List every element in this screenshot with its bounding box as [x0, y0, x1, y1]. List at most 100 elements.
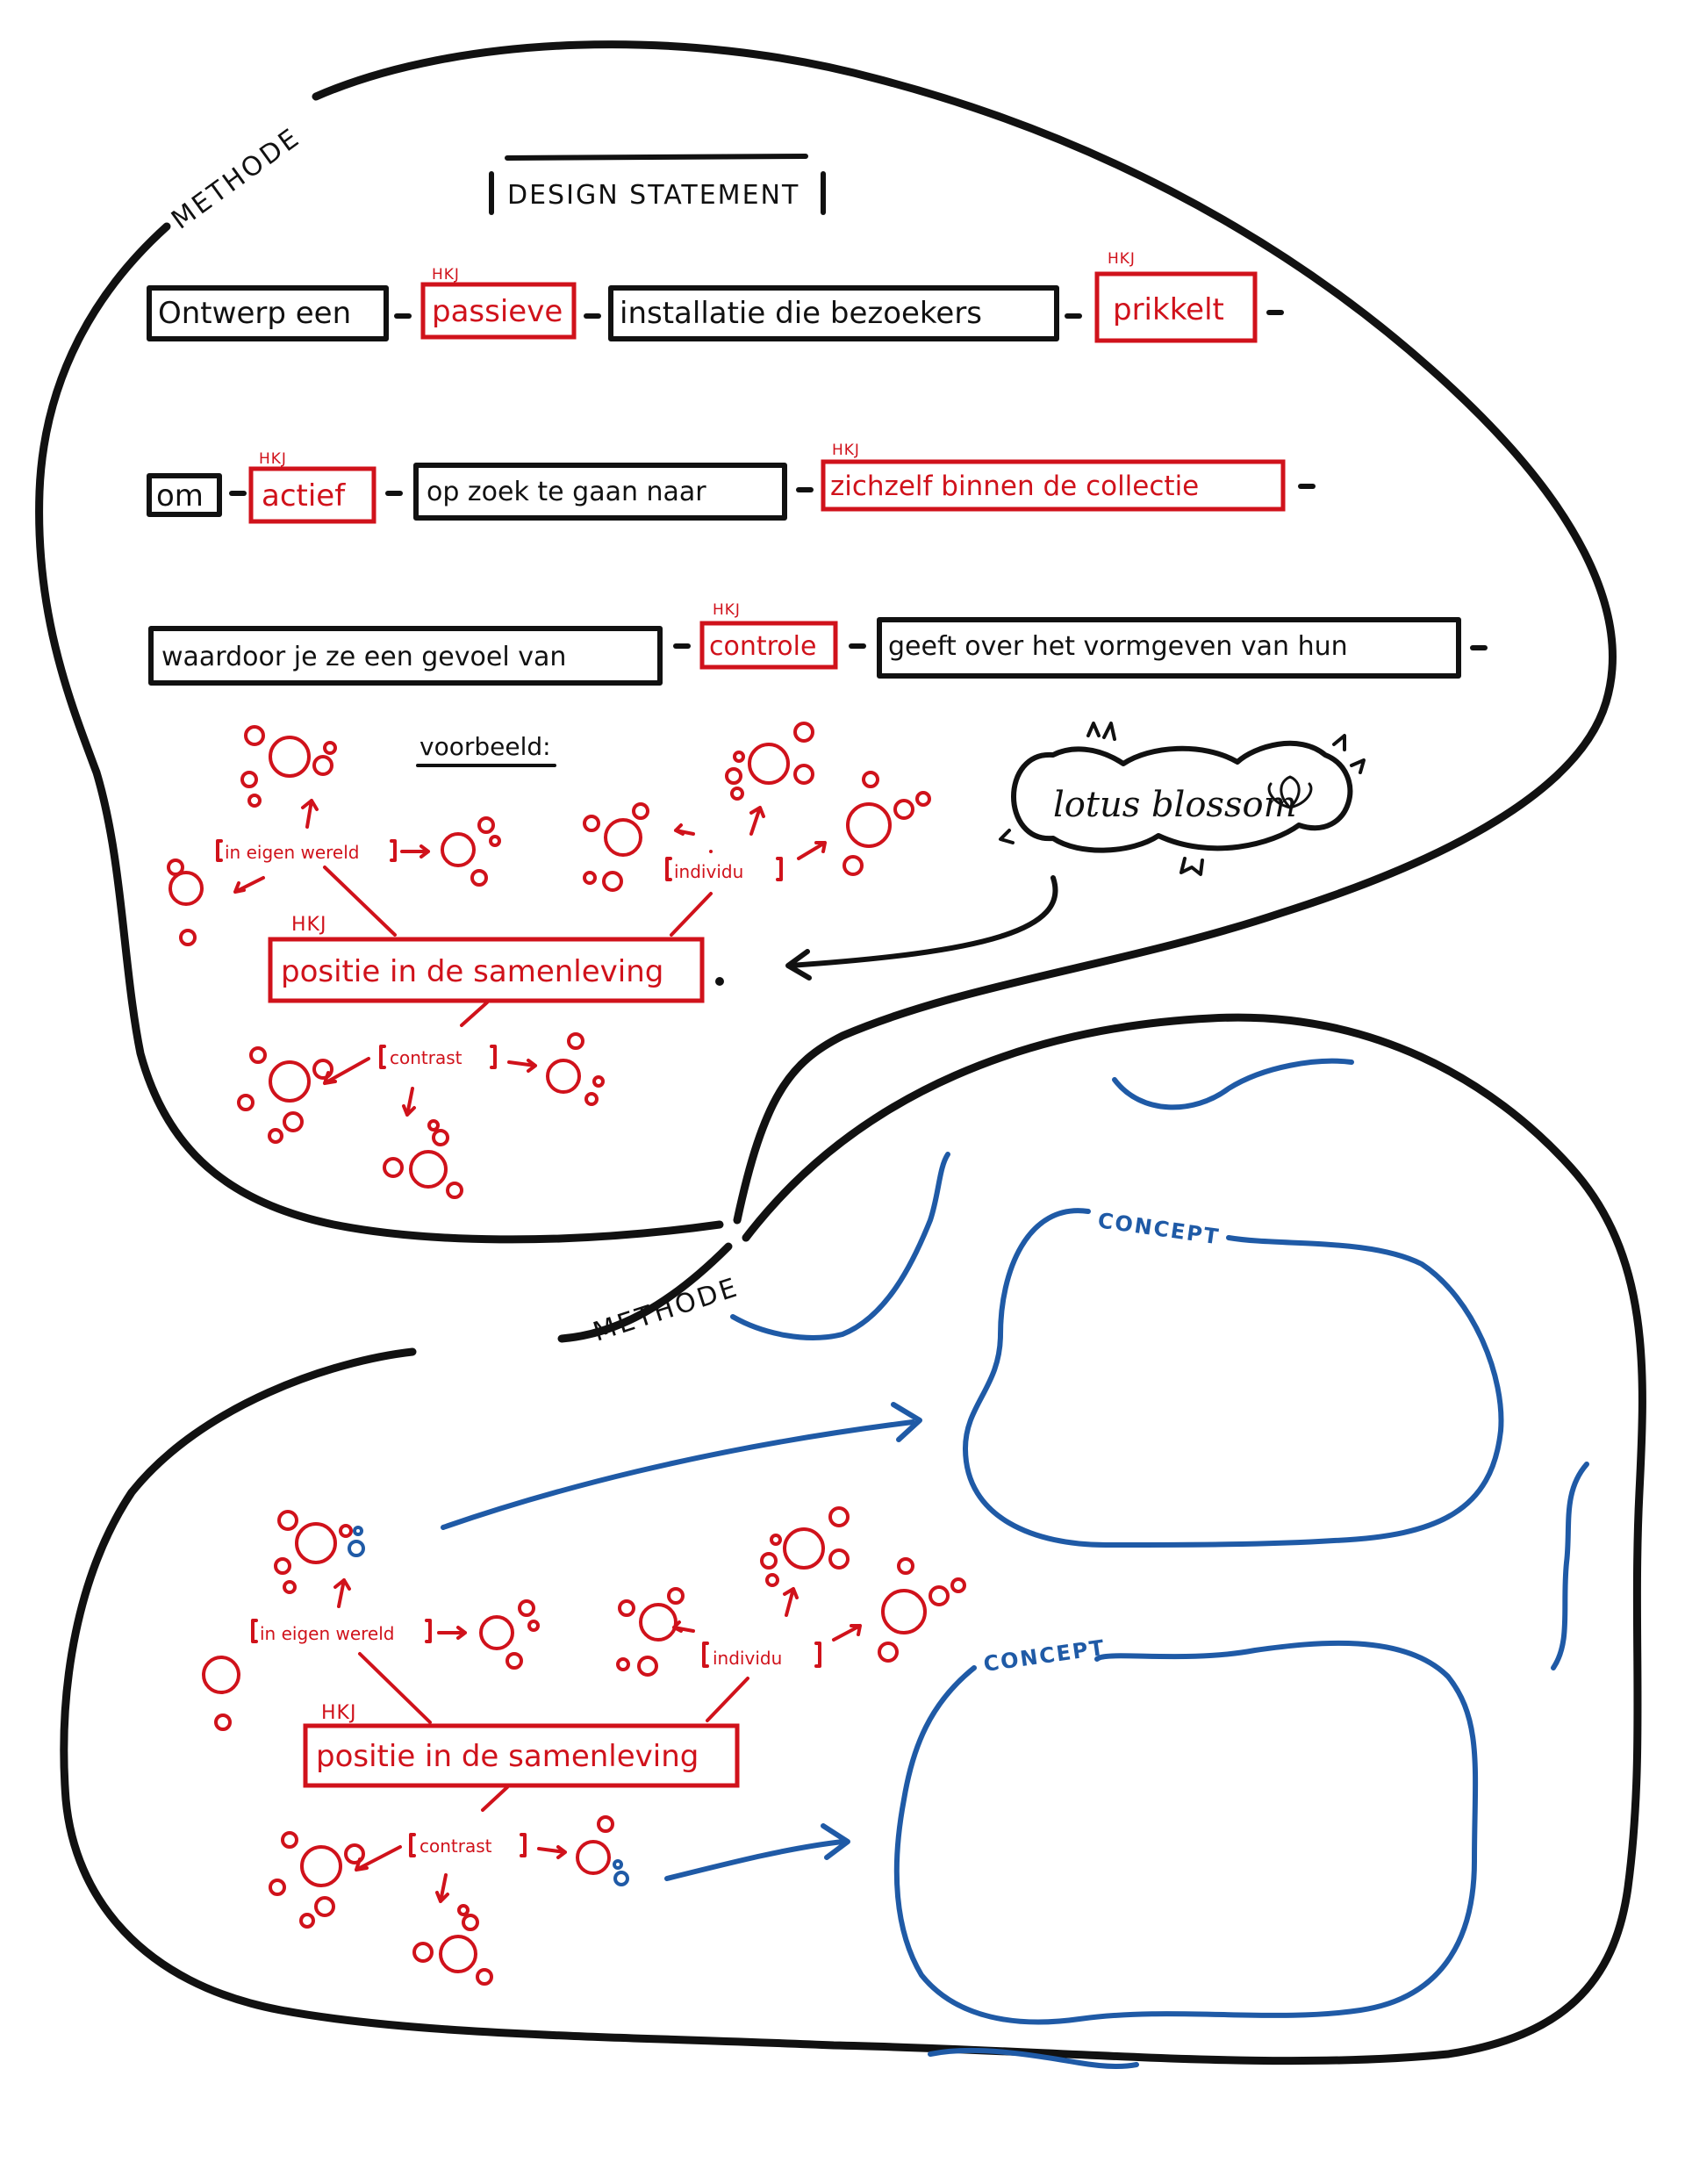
arrow	[402, 1087, 416, 1117]
arrow-head	[891, 1402, 922, 1442]
branch-contrast: contrast	[419, 1836, 492, 1857]
text-prikkelt: prikkelt	[1113, 292, 1224, 327]
box-zichzelf	[821, 459, 1286, 512]
arrow	[537, 1845, 567, 1859]
text-waardoor: waardoor je ze een gevoel van	[161, 642, 566, 672]
title-underline-top	[505, 154, 808, 161]
branch-contrast: contrast	[390, 1047, 462, 1068]
text-zichzelf: zichzelf binnen de collectie	[830, 471, 1199, 502]
leaf-spike	[999, 829, 1015, 844]
arrow	[400, 844, 430, 859]
link	[460, 1001, 489, 1027]
leaf-spike	[1350, 758, 1366, 774]
bracket	[665, 857, 672, 881]
bracket	[409, 1833, 416, 1857]
concept-2-label: CONCEPT	[982, 1635, 1108, 1677]
statement-line-1: Ontwerp een HKJ passieve installatie die…	[147, 250, 1284, 343]
blue-bubble	[613, 1859, 623, 1870]
box-controle	[699, 621, 838, 670]
mindmap-bottom-center: positie in de samenleving	[316, 1739, 699, 1774]
branch-wereld: in eigen wereld	[225, 842, 360, 863]
arrow	[797, 841, 827, 860]
box-prikkelt	[1094, 271, 1258, 343]
bracket	[520, 1833, 527, 1857]
mindmap-top-center-box	[268, 937, 705, 1003]
voorbeeld-group: voorbeeld:	[416, 732, 556, 767]
methode-blob-bottom: METHODE	[60, 1013, 1646, 2065]
mindmap-top-hkj: HKJ	[291, 914, 326, 936]
statement-line-3: waardoor je ze een gevoel van HKJ contro…	[148, 601, 1488, 686]
bracket	[251, 1619, 258, 1643]
lotus-flower-icon	[1267, 775, 1313, 809]
box-waardoor	[148, 626, 663, 686]
box-geeft	[877, 617, 1461, 679]
period-dot	[715, 977, 724, 986]
text-ontwerp: Ontwerp een	[158, 296, 351, 331]
mindmap-bottom: HKJ positie in de samenleving in eigen w…	[202, 1506, 966, 1986]
arrow	[233, 876, 265, 894]
box-installatie	[608, 285, 1059, 341]
lotus-blossom-cloud: lotus blossom	[785, 722, 1366, 981]
box-passieve	[420, 282, 577, 340]
blue-bubble	[613, 1871, 629, 1886]
mindmap-bottom-hkj: HKJ	[321, 1702, 356, 1724]
text-actief: actief	[262, 478, 346, 514]
text-om: om	[156, 478, 204, 514]
link	[323, 866, 397, 937]
link	[706, 1677, 749, 1722]
concept-2: CONCEPT	[664, 1635, 1479, 2025]
leaf-spike	[1332, 734, 1346, 751]
design-statement-title-group: DESIGN STATEMENT	[489, 154, 826, 215]
statement-line-2: om HKJ actief op zoek te gaan naar HKJ z…	[147, 442, 1316, 524]
bracket	[390, 839, 397, 862]
concept-1-arrow	[441, 1419, 915, 1530]
leaf-spike	[1102, 722, 1116, 741]
hkj-controle: HKJ	[713, 601, 741, 619]
blob-outline-bottom	[60, 1013, 1646, 2065]
box-om	[147, 473, 222, 517]
arrow	[832, 1624, 862, 1642]
hkj-passieve: HKJ	[432, 266, 460, 284]
bubble-cluster	[167, 722, 931, 1199]
lotus-arrow	[787, 875, 1058, 968]
mindmap-bottom-center-box	[303, 1723, 740, 1788]
design-statement-title: DESIGN STATEMENT	[507, 180, 799, 211]
voorbeeld-label: voorbeeld:	[419, 732, 551, 761]
blue-waves	[730, 1058, 1589, 2070]
blue-bubble	[353, 1526, 363, 1536]
bracket	[490, 1045, 497, 1069]
arrow	[674, 823, 713, 853]
box-opzoek	[413, 463, 787, 521]
bracket	[379, 1045, 386, 1069]
link	[670, 892, 713, 937]
blob-outline-bottom-2	[557, 1242, 733, 1343]
branch-individu: individu	[674, 861, 743, 882]
bubble-cluster	[202, 1506, 966, 1986]
methode-label-bottom: METHODE	[590, 1272, 743, 1348]
hkj-prikkelt: HKJ	[1108, 250, 1136, 268]
arrow	[437, 1626, 467, 1640]
mindmap-top: HKJ positie in de samenleving in eigen w…	[167, 722, 931, 1199]
text-geeft: geeft over het vormgeven van hun	[888, 631, 1348, 662]
methode-label-top: METHODE	[166, 122, 306, 236]
text-passieve: passieve	[432, 294, 563, 329]
text-controle: controle	[709, 631, 816, 662]
box-actief	[248, 466, 376, 524]
concept-1-label: CONCEPT	[1096, 1208, 1222, 1249]
bracket	[425, 1619, 432, 1643]
cloud-outline	[1011, 740, 1353, 853]
concept-2-arrow	[664, 1839, 845, 1881]
arrow-head	[821, 1823, 850, 1860]
bracket	[776, 857, 783, 881]
concept-2-outline	[893, 1640, 1479, 2025]
concept-1: CONCEPT	[441, 1208, 1504, 1548]
leaf-spike	[1086, 722, 1101, 737]
lotus-label: lotus blossom	[1053, 785, 1297, 825]
text-installatie: installatie die bezoekers	[620, 296, 982, 331]
link	[481, 1785, 509, 1812]
link	[358, 1652, 432, 1724]
arrow	[435, 1873, 449, 1903]
arrow	[333, 1578, 351, 1608]
bracket	[216, 839, 223, 862]
